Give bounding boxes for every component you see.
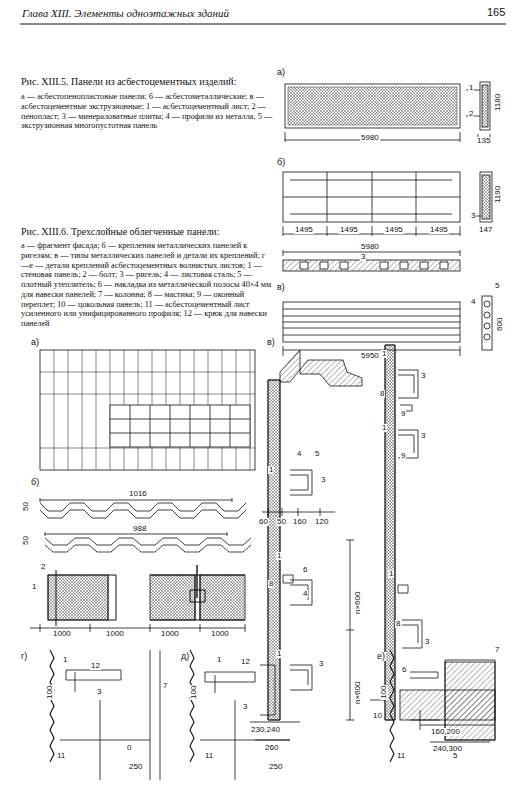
figure-caption: а — асбестопенопластовые панели; б — асб… [20,92,274,131]
callout-number: 10 [372,712,383,720]
callout-number: 1 [31,583,37,591]
callout-number: 2 [40,563,46,571]
callout-number: 1495 [429,226,449,234]
callout-number: 11 [56,752,66,760]
callout-number: 11 [396,752,406,760]
callout-number: 3 [242,703,248,711]
callout-number: 5980 [360,134,380,142]
callout-number: 11 [204,752,214,760]
callout-number: 7 [162,682,168,690]
callout-number: г) [20,652,28,661]
callout-number: 160 [292,518,307,526]
callout-number: 1000 [160,630,180,638]
callout-number: 3 [96,688,102,696]
callout-number: 4 [296,450,302,458]
callout-number: 50 [22,535,30,546]
figure-caption: Рис. XIII.5. Панели из асбестоцементных … [20,76,272,88]
callout-number: n×600 [354,681,362,705]
callout-number: 7 [494,646,500,654]
callout-number: 3 [360,253,366,261]
callout-number: n×600 [354,591,362,615]
callout-number: а) [276,68,286,77]
callout-number: д) [180,652,190,661]
callout-number: 1 [276,650,282,658]
callout-number: 3 [470,212,476,220]
callout-number: 1 [388,570,394,578]
callout-number: 1 [62,656,68,664]
callout-number: 1495 [294,226,314,234]
callout-number: 50 [276,518,287,526]
callout-number: 6 [401,666,407,674]
callout-number: 3 [320,476,326,484]
callout-number: 5950 [360,352,380,360]
callout-number: в) [276,283,286,292]
figure-caption: а — фрагмент фасада; б — крепления метал… [20,241,274,329]
callout-number: 12 [90,662,101,670]
callout-number: 9 [400,452,406,460]
callout-number: б) [276,158,286,167]
figure-caption: Рис. XIII.6. Трехслойные облегченные пан… [20,226,272,238]
callout-number: 1 [268,466,274,474]
callout-number: 8 [379,390,385,398]
running-head: Глава XIII. Элементы одноэтажных зданий [22,7,229,19]
callout-number: 1 [276,552,282,560]
callout-number: 1495 [384,226,404,234]
callout-number: 230,240 [250,726,281,734]
callout-number: 1000 [105,630,125,638]
callout-number: 135 [476,137,491,145]
callout-number: 165 [486,7,506,19]
callout-number: 1 [381,350,387,358]
callout-number: 1000 [52,630,72,638]
callout-number: 1495 [339,226,359,234]
callout-number: 240,300 [432,745,463,753]
callout-number: 3 [420,372,426,380]
callout-number: 3 [424,638,430,646]
callout-number: 1190 [494,185,502,204]
callout-number: 6 [302,566,308,574]
callout-number: 1180 [494,93,502,112]
callout-number: 600 [496,317,504,332]
callout-number: 8 [268,580,274,588]
callout-number: 147 [478,226,493,234]
callout-number: 9 [400,410,406,418]
callout-number: 5980 [360,243,380,251]
callout-number: 1 [468,84,474,92]
callout-number: 3 [318,660,324,668]
callout-number: 4 [470,298,476,306]
callout-number: 50 [22,501,30,512]
callout-number: 5 [314,450,320,458]
callout-number: 1016 [128,490,148,498]
callout-number: 12 [240,658,251,666]
callout-number: 5 [494,282,500,290]
callout-number: е) [376,652,386,661]
callout-number: 1000 [210,630,230,638]
callout-number: 120 [314,518,329,526]
callout-number: 100 [190,685,198,700]
callout-number: а) [30,338,40,347]
callout-number: 60 [258,518,269,526]
callout-number: 0 [126,744,132,752]
callout-number: 8 [395,620,401,628]
callout-number: 250 [128,763,143,771]
callout-number: 250 [268,763,283,771]
callout-number: 100 [46,685,54,700]
callout-number: 4 [302,590,308,598]
callout-number: 2 [468,110,474,118]
callout-number: 1 [381,424,387,432]
callout-number: 988 [132,525,147,533]
callout-number: 100 [380,685,388,700]
callout-number: 160,200 [430,728,461,736]
callout-number: 260 [264,744,279,752]
callout-number: 1 [216,656,222,664]
callout-number: в) [266,338,276,347]
callout-number: 3 [420,432,426,440]
callout-number: б) [30,478,40,487]
